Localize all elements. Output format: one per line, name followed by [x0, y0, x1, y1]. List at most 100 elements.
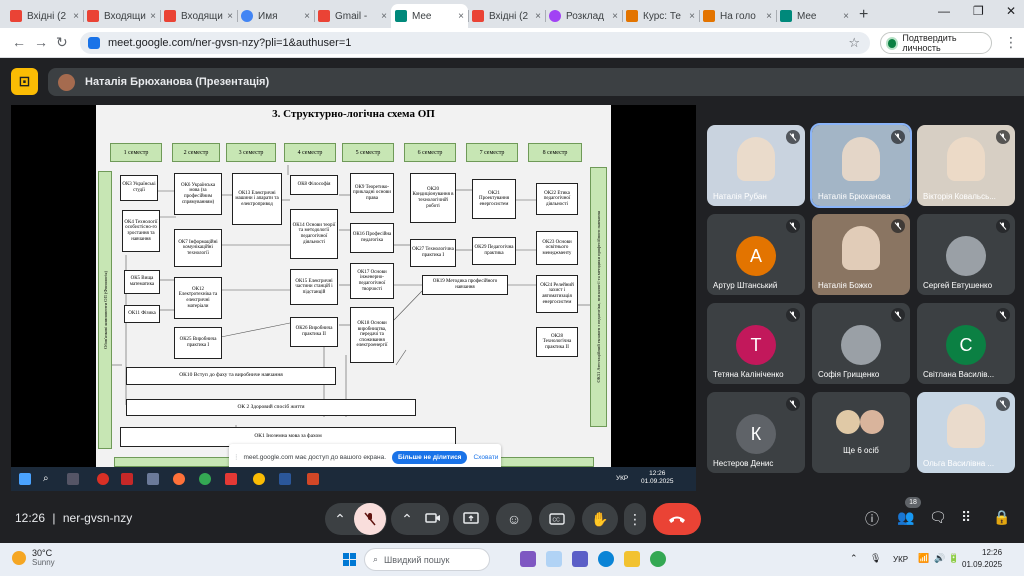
activities-icon[interactable]: ⠿ [961, 509, 972, 525]
browser-tab[interactable]: Розклад× [545, 4, 622, 28]
site-info-icon[interactable] [88, 37, 100, 49]
bookmark-star-icon[interactable]: ☆ [848, 35, 860, 50]
more-options-button[interactable]: ⋮ [624, 503, 646, 535]
profile-icon [886, 36, 899, 50]
minimize-icon[interactable]: — [938, 4, 950, 18]
participant-name: Тетяна Калініченко [713, 370, 784, 379]
people-icon[interactable]: 👥 [897, 509, 915, 525]
close-tab-icon[interactable]: × [227, 10, 233, 22]
tray-chevron-icon[interactable]: ⌃ [850, 553, 858, 563]
widgets-icon[interactable] [546, 551, 562, 567]
mic-options-icon[interactable]: ⌃ [334, 510, 346, 527]
copilot-icon[interactable] [520, 551, 536, 567]
close-tab-icon[interactable]: × [381, 10, 387, 22]
browser-tab[interactable]: Gmail - × [314, 4, 391, 28]
taskbar-search[interactable]: ⌕ Швидкий пошук [364, 548, 490, 571]
close-tab-icon[interactable]: × [458, 10, 464, 22]
volume-icon[interactable]: 🔊 [934, 553, 946, 563]
close-tab-icon[interactable]: × [843, 10, 849, 22]
tray-language[interactable]: УКР [893, 555, 909, 564]
tab-title: Имя [258, 10, 278, 22]
browser-tab[interactable]: Mee × [776, 4, 853, 28]
tray-clock[interactable]: 12:26 01.09.2025 [962, 548, 1003, 569]
battery-icon[interactable]: 🔋 [948, 553, 960, 563]
semester-header: 3 семестр [226, 143, 276, 162]
new-tab-button[interactable]: + [859, 6, 869, 23]
tray-mic-icon[interactable]: 🎙 [870, 553, 882, 563]
maximize-icon[interactable]: ❐ [973, 4, 984, 18]
box-ok2: ОК 2 Здоровий спосіб життя [126, 399, 416, 416]
participant-tile[interactable]: Наталія Брюханова [810, 123, 912, 208]
participant-name: Нестеров Денис [713, 459, 774, 468]
participant-tile[interactable]: Наталія Рубан [707, 125, 805, 206]
app-icon [121, 473, 133, 485]
participant-tile[interactable]: Софія Грищенко [812, 303, 910, 384]
participant-tile[interactable]: Ще 6 осіб [812, 392, 910, 473]
camera-button[interactable] [420, 511, 446, 527]
close-tab-icon[interactable]: × [73, 10, 79, 22]
participant-tile[interactable]: Ольга Василівна ... [917, 392, 1015, 473]
search-icon: ⌕ [43, 473, 49, 484]
verify-identity-label: Подтвердить личность [902, 33, 957, 53]
tab-title: Mee [797, 10, 817, 22]
close-tab-icon[interactable]: × [766, 10, 772, 22]
box-ok17: ОК17 Основи інженерно-педагогічної творч… [350, 263, 394, 299]
participant-tile[interactable]: С Світлана Василів... [917, 303, 1015, 384]
leave-call-button[interactable] [653, 503, 701, 535]
close-tab-icon[interactable]: × [150, 10, 156, 22]
host-controls-icon[interactable]: 🔒 [993, 509, 1011, 525]
participant-avatar: С [946, 325, 986, 365]
semester-header: 2 семестр [172, 143, 220, 162]
participant-name: Світлана Василів... [923, 370, 995, 379]
semester-header: 8 семестр [528, 143, 582, 162]
close-tab-icon[interactable]: × [612, 10, 618, 22]
close-tab-icon[interactable]: × [304, 10, 310, 22]
participant-tile[interactable]: Сергей Евтушенко [917, 214, 1015, 295]
camera-options-icon[interactable]: ⌃ [401, 510, 413, 527]
close-tab-icon[interactable]: × [689, 10, 695, 22]
participant-tile[interactable]: Вікторія Ковальсь... [917, 125, 1015, 206]
browser-tab[interactable]: На голо× [699, 4, 776, 28]
address-bar[interactable]: meet.google.com/ner-gvsn-nzy?pli=1&authu… [80, 32, 870, 54]
weather-widget[interactable]: 30°C Sunny [12, 548, 55, 567]
reactions-button[interactable]: ☺ [496, 503, 532, 535]
mic-off-icon [786, 308, 800, 322]
verify-identity-button[interactable]: Подтвердить личность [880, 32, 992, 54]
meeting-details-icon[interactable]: ⓘ [865, 511, 879, 527]
edge-icon[interactable] [598, 551, 614, 567]
browser-tab[interactable]: Вхідні (2× [6, 4, 83, 28]
windows-start-icon[interactable] [343, 553, 356, 566]
browser-menu-icon[interactable]: ⋮ [1004, 34, 1018, 50]
stop-sharing-button[interactable]: Більше не ділитися [392, 450, 468, 464]
browser-tab[interactable]: Вхідні (2× [468, 4, 545, 28]
wifi-icon[interactable]: 📶 [918, 553, 930, 563]
drag-handle-icon[interactable]: ⋮ [233, 454, 240, 461]
back-icon[interactable]: ← [12, 34, 26, 50]
browser-tab-strip: Вхідні (2×Входящи×Входящи×Имя×Gmail - ×M… [0, 0, 1024, 28]
browser-tab[interactable]: Имя × [237, 4, 314, 28]
presentation-logo-icon[interactable]: ⊡ [11, 68, 38, 95]
forward-icon[interactable]: → [34, 34, 48, 50]
browser-tab[interactable]: Входящи× [83, 4, 160, 28]
file-explorer-icon[interactable] [624, 551, 640, 567]
browser-tab[interactable]: Входящи× [160, 4, 237, 28]
browser-tab[interactable]: Курс: Те× [622, 4, 699, 28]
teams-icon[interactable] [572, 551, 588, 567]
participant-tile[interactable]: Наталія Божко [812, 214, 910, 295]
browser-tab[interactable]: Mee× [391, 4, 468, 28]
close-window-icon[interactable]: ✕ [1006, 4, 1017, 18]
present-button[interactable] [453, 503, 489, 535]
mic-off-button[interactable] [354, 503, 386, 535]
raise-hand-button[interactable]: ✋ [582, 503, 618, 535]
participant-name: Ольга Василівна ... [923, 459, 995, 468]
reload-icon[interactable]: ↻ [56, 34, 68, 50]
chat-icon[interactable]: 🗨 [929, 509, 947, 525]
hide-notice-button[interactable]: Сховати [473, 453, 499, 461]
close-tab-icon[interactable]: × [535, 10, 541, 22]
chrome-icon[interactable] [650, 551, 666, 567]
captions-button[interactable]: CC [539, 503, 575, 535]
box-ok13: ОК13 Електричні машини і апарати та елек… [232, 173, 282, 225]
